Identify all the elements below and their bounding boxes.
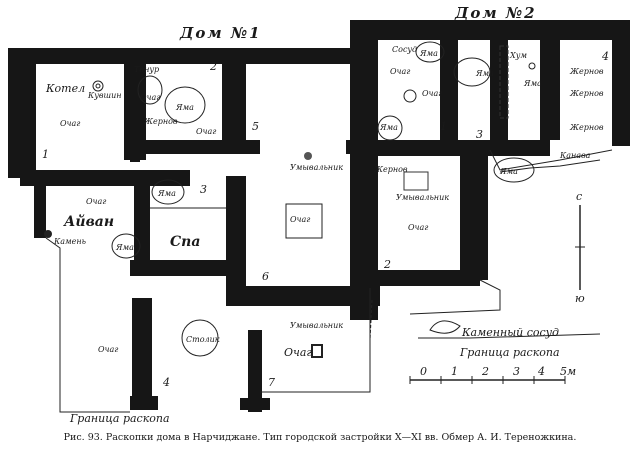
label-kamen: Камень — [53, 237, 86, 246]
room-number-h1-7: 7 — [268, 376, 275, 389]
boundary-lines — [45, 149, 613, 413]
room-number-h2-3: 3 — [476, 128, 483, 141]
label-tanur: Танур — [134, 65, 159, 74]
label-umyvalnik-3: Умывальник — [396, 193, 449, 202]
room-number-h1-6: 6 — [262, 270, 269, 283]
label-ochag-10: Очаг — [408, 223, 428, 232]
label-yama-5: Яма — [379, 123, 398, 132]
label-ochag-7: Очаг — [284, 346, 312, 359]
label-ochag-9: Очаг — [422, 89, 442, 98]
label-zhernov-2: Жернов — [569, 67, 604, 76]
label-yama-1: Яма — [175, 103, 194, 112]
label-ochag-2: Очаг — [140, 93, 160, 102]
scale-tick-3: 3 — [513, 365, 520, 378]
label-aivan: Айван — [63, 213, 114, 230]
label-umyvalnik-1: Умывальник — [290, 163, 343, 172]
label-yama-4: Яма — [419, 49, 438, 58]
room-number-h1-2: 2 — [209, 60, 217, 73]
label-granica-1: Граница раскопа — [459, 346, 560, 359]
label-yama-7: Яма — [523, 79, 542, 88]
label-yama-8: Яма — [499, 167, 518, 176]
label-sosud: Сосуд — [392, 45, 417, 54]
figure-caption: Рис. 93. Раскопки дома в Нарчиджане. Тип… — [63, 432, 577, 443]
heading-house-2: Дом №2 — [454, 4, 537, 22]
room-number-h2-1: 1 — [440, 120, 447, 133]
label-stolik: Столик — [186, 335, 220, 344]
label-kanava: Канава — [559, 151, 591, 160]
scale-tick-2: 2 — [481, 365, 489, 378]
label-kuvshin: Кувшин — [87, 91, 122, 100]
label-spa: Спа — [170, 234, 200, 250]
label-ochag-5: Очаг — [86, 197, 106, 206]
compass-north: с — [576, 190, 582, 203]
compass: с ю — [575, 190, 585, 305]
room-number-h1-5: 5 — [252, 120, 259, 133]
room-number-h1-1: 1 — [42, 148, 49, 161]
label-zhernov-1: Жернов — [143, 117, 178, 126]
scale-tick-4: 4 — [537, 365, 545, 378]
label-yama-3: Яма — [115, 243, 134, 252]
label-ochag-8: Очаг — [390, 67, 410, 76]
label-ochag-6: Очаг — [98, 345, 118, 354]
label-ochag-3: Очаг — [196, 127, 216, 136]
label-granica-2: Граница раскопа — [69, 412, 170, 425]
label-umyvalnik-2: Умывальник — [290, 321, 343, 330]
label-yama-6: Яма — [475, 69, 494, 78]
house-2-walls — [350, 20, 630, 286]
scale-bar: 0 1 2 3 4 5м — [409, 365, 576, 384]
compass-south: ю — [575, 292, 585, 305]
house-1-walls — [8, 20, 380, 412]
scale-tick-1: 1 — [451, 365, 458, 378]
room-number-h1-3: 3 — [200, 183, 207, 196]
label-zhernov-5: Жернов — [373, 165, 408, 174]
label-kotel: Котел — [45, 82, 85, 95]
label-yama-2: Яма — [157, 189, 176, 198]
label-kamenny-sosud: Каменный сосуд — [461, 326, 559, 339]
heading-house-1: Дом №1 — [179, 24, 262, 42]
scale-tick-0: 0 — [420, 365, 427, 378]
label-zhernov-3: Жернов — [569, 89, 604, 98]
room-number-h2-2: 2 — [383, 258, 391, 271]
label-zhernov-4: Жернов — [569, 123, 604, 132]
room-number-h2-4: 4 — [601, 50, 609, 63]
label-ochag-4: Очаг — [290, 215, 310, 224]
label-khum: Хум — [509, 51, 527, 60]
features — [44, 41, 536, 358]
room-number-h1-4: 4 — [162, 376, 170, 389]
scale-tick-5: 5м — [560, 365, 576, 378]
label-ochag-1: Очаг — [60, 119, 80, 128]
